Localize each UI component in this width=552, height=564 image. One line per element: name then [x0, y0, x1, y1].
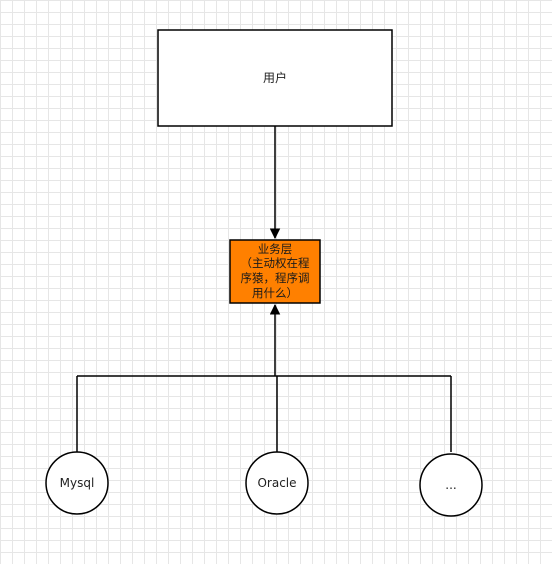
- business-layer-line-2: 序猿，程序调: [241, 271, 310, 285]
- other-db-label: ...: [445, 478, 456, 492]
- mysql-label: Mysql: [60, 476, 95, 490]
- oracle-circle: [245, 451, 309, 515]
- business-layer-title: 业务层: [258, 242, 293, 256]
- user-label: 用户: [263, 70, 287, 85]
- user-node[interactable]: 用户: [157, 29, 393, 127]
- business-layer-box: [229, 239, 321, 304]
- business-layer-line-1: （主动权在程: [241, 256, 310, 270]
- oracle-label: Oracle: [257, 476, 296, 490]
- oracle-node[interactable]: Oracle: [245, 451, 309, 515]
- other-db-node[interactable]: ...: [419, 453, 483, 517]
- mysql-circle: [45, 451, 109, 515]
- user-box: [157, 29, 393, 127]
- mysql-node[interactable]: Mysql: [45, 451, 109, 515]
- other-db-circle: [419, 453, 483, 517]
- business-layer-line-3: 用什么）: [252, 286, 298, 300]
- business-layer-node[interactable]: 业务层 （主动权在程 序猿，程序调 用什么）: [229, 239, 321, 304]
